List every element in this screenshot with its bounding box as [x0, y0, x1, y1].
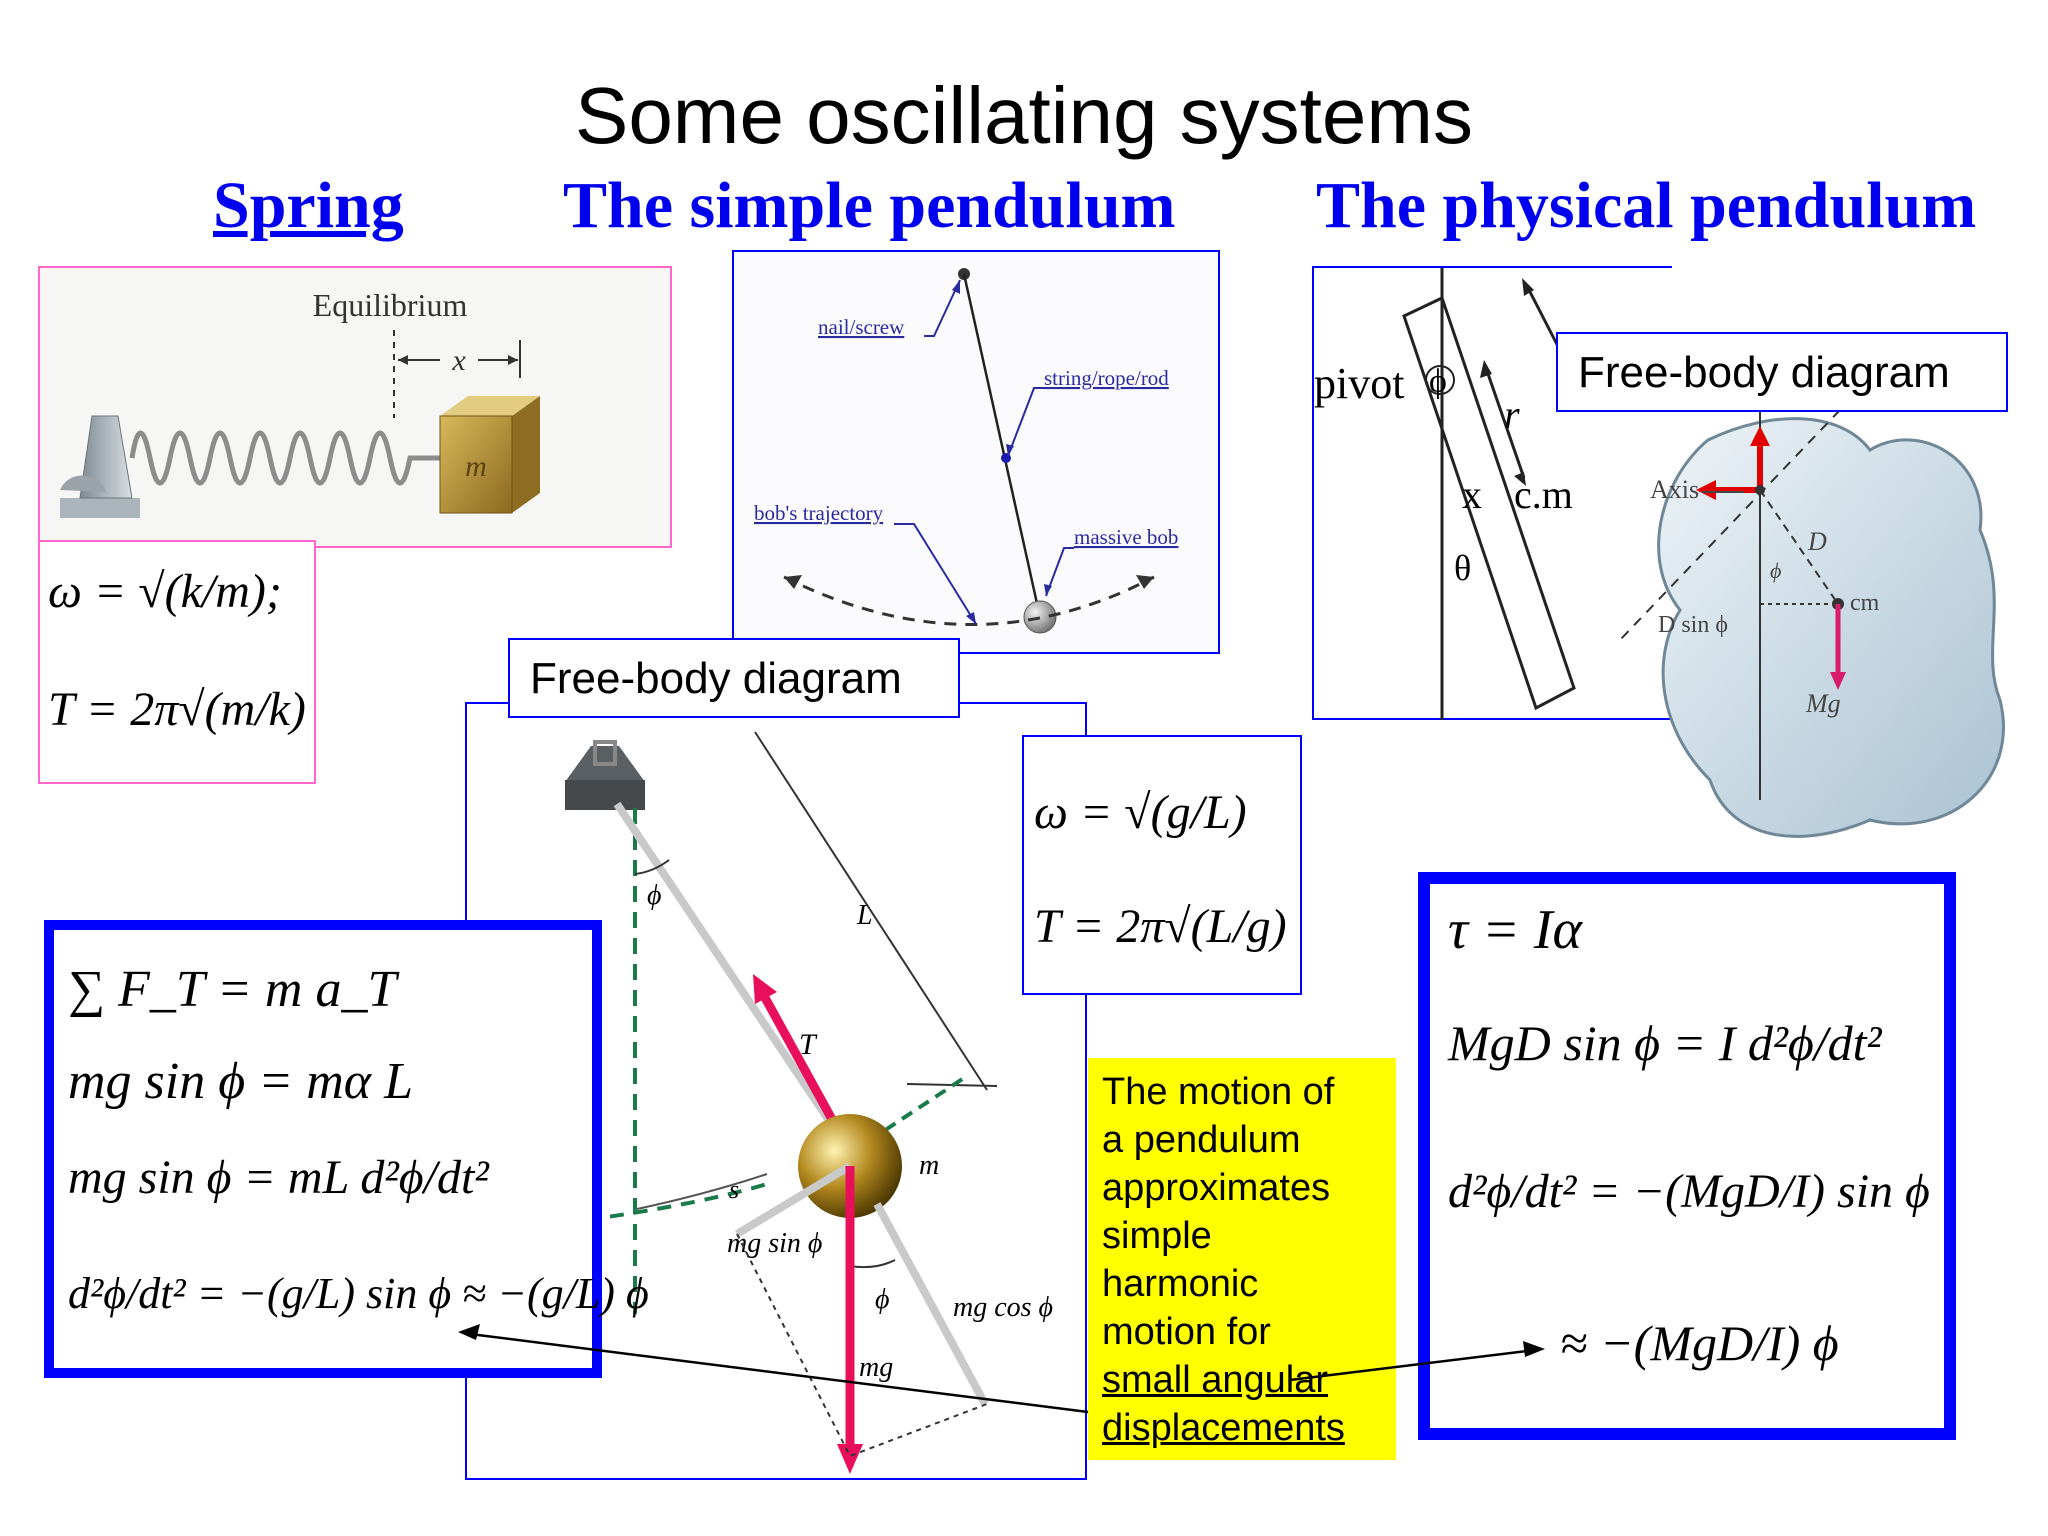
nail-screw-label: nail/screw [818, 315, 905, 339]
note-underline-2: displacements [1102, 1407, 1345, 1449]
heading-simple-pendulum: The simple pendulum [563, 169, 1176, 242]
physical-x-label: x [1462, 472, 1482, 517]
fbd-label-simple: Free-body diagram [530, 654, 902, 703]
pivot-label: pivot [1314, 359, 1404, 408]
heading-spring: Spring [213, 169, 404, 242]
trajectory-label: bob's trajectory [754, 501, 884, 525]
displacement-x-label: x [451, 344, 466, 377]
note-line-1: The motion of [1102, 1071, 1335, 1113]
simple-pendulum-figure: nail/screw string/rope/rod bob's traject… [732, 250, 1220, 654]
spring-figure: m Equilibrium x [38, 266, 672, 548]
newton-eq-3: mg sin ϕ = mL d²ϕ/dt² [68, 1151, 489, 1204]
fbd-label-box-physical: Free-body diagram [1556, 332, 2008, 412]
body-phi-label: ϕ [1770, 558, 1781, 583]
body-cm-label: cm [1850, 590, 1880, 616]
newton-eq-2: mg sin ϕ = mα L [68, 1053, 414, 1110]
massive-bob-label: massive bob [1074, 525, 1178, 549]
string-label: string/rope/rod [1044, 366, 1169, 390]
irregular-body-diagram: Axis D ϕ cm D sin ϕ Mg [1619, 400, 2005, 838]
physical-eq-3: d²ϕ/dt² = −(MgD/I) sin ϕ [1448, 1165, 1930, 1218]
note-line-3: approximates [1102, 1167, 1331, 1209]
spring-omega-equation: ω = √(k/m); [48, 565, 282, 618]
fbd-mass-label: m [919, 1150, 939, 1181]
simple-pendulum-equations-box: ω = √(g/L) T = 2π√(L/g) [1022, 735, 1302, 995]
spring-mass-label: m [465, 450, 487, 483]
fbd-label-physical: Free-body diagram [1578, 348, 1950, 397]
fbd-phi-top-label: ϕ [647, 880, 662, 911]
note-line-5: harmonic [1102, 1263, 1259, 1305]
fbd-length-label: L [856, 900, 873, 931]
fbd-phi-bottom-label: ϕ [875, 1284, 890, 1315]
pendulum-fbd-diagram: ϕ L s T m mg sin ϕ mg cos ϕ ϕ mg [466, 731, 1053, 1474]
note-line-2: a pendulum [1102, 1119, 1301, 1161]
fbd-label-box-simple: Free-body diagram [508, 638, 960, 718]
body-weight-label: Mg [1805, 689, 1841, 718]
physical-eq-4: ≈ −(MgD/I) ϕ [1560, 1315, 1839, 1371]
heading-physical-pendulum: The physical pendulum [1316, 169, 1977, 242]
simple-pendulum-diagram: nail/screw string/rope/rod bob's traject… [754, 268, 1178, 634]
pendulum-omega-equation: ω = √(g/L) [1034, 786, 1247, 839]
physical-equations-box: τ = Iα MgD sin ϕ = I d²ϕ/dt² d²ϕ/dt² = −… [1418, 872, 1956, 1440]
newton-eq-1: ∑ F_T = m a_T [68, 961, 397, 1018]
physical-pendulum-rod-diagram: pivot ϕ r c.m x θ [1314, 268, 1576, 720]
physical-cm-label: c.m [1514, 472, 1573, 517]
physical-phi-label: ϕ [1429, 363, 1447, 400]
fbd-tension-label: T [799, 1028, 818, 1061]
fbd-weight-label: mg [859, 1352, 893, 1383]
note-line-4: simple [1102, 1215, 1212, 1257]
spring-period-equation: T = 2π√(m/k) [48, 683, 306, 736]
equilibrium-label: Equilibrium [313, 287, 468, 323]
physical-eq-1: τ = Iα [1448, 899, 1582, 961]
newton-eq-4: d²ϕ/dt² = −(g/L) sin ϕ ≈ −(g/L) ϕ [68, 1269, 649, 1318]
spring-diagram: m Equilibrium x [60, 287, 540, 518]
pendulum-period-equation: T = 2π√(L/g) [1034, 900, 1287, 953]
small-angle-note: The motion of a pendulum approximates si… [1088, 1058, 1396, 1460]
spring-equations-box: ω = √(k/m); T = 2π√(m/k) [38, 540, 316, 784]
distance-D-label: D [1807, 527, 1827, 556]
physical-r-label: r [1504, 392, 1520, 437]
physical-theta-label: θ [1454, 548, 1471, 588]
fbd-mg-cos-label: mg cos ϕ [953, 1292, 1053, 1323]
note-line-6: motion for [1102, 1311, 1271, 1353]
fbd-arc-s-label: s [729, 1175, 739, 1204]
irregular-body-figure: Axis D ϕ cm D sin ϕ Mg [1619, 400, 2020, 860]
newton-equations-box: ∑ F_T = m a_T mg sin ϕ = mα L mg sin ϕ =… [44, 920, 649, 1378]
axis-label: Axis [1650, 475, 1699, 504]
physical-eq-2: MgD sin ϕ = I d²ϕ/dt² [1448, 1015, 1882, 1071]
dsin-phi-label: D sin ϕ [1658, 612, 1728, 638]
page-title: Some oscillating systems [574, 71, 1474, 160]
